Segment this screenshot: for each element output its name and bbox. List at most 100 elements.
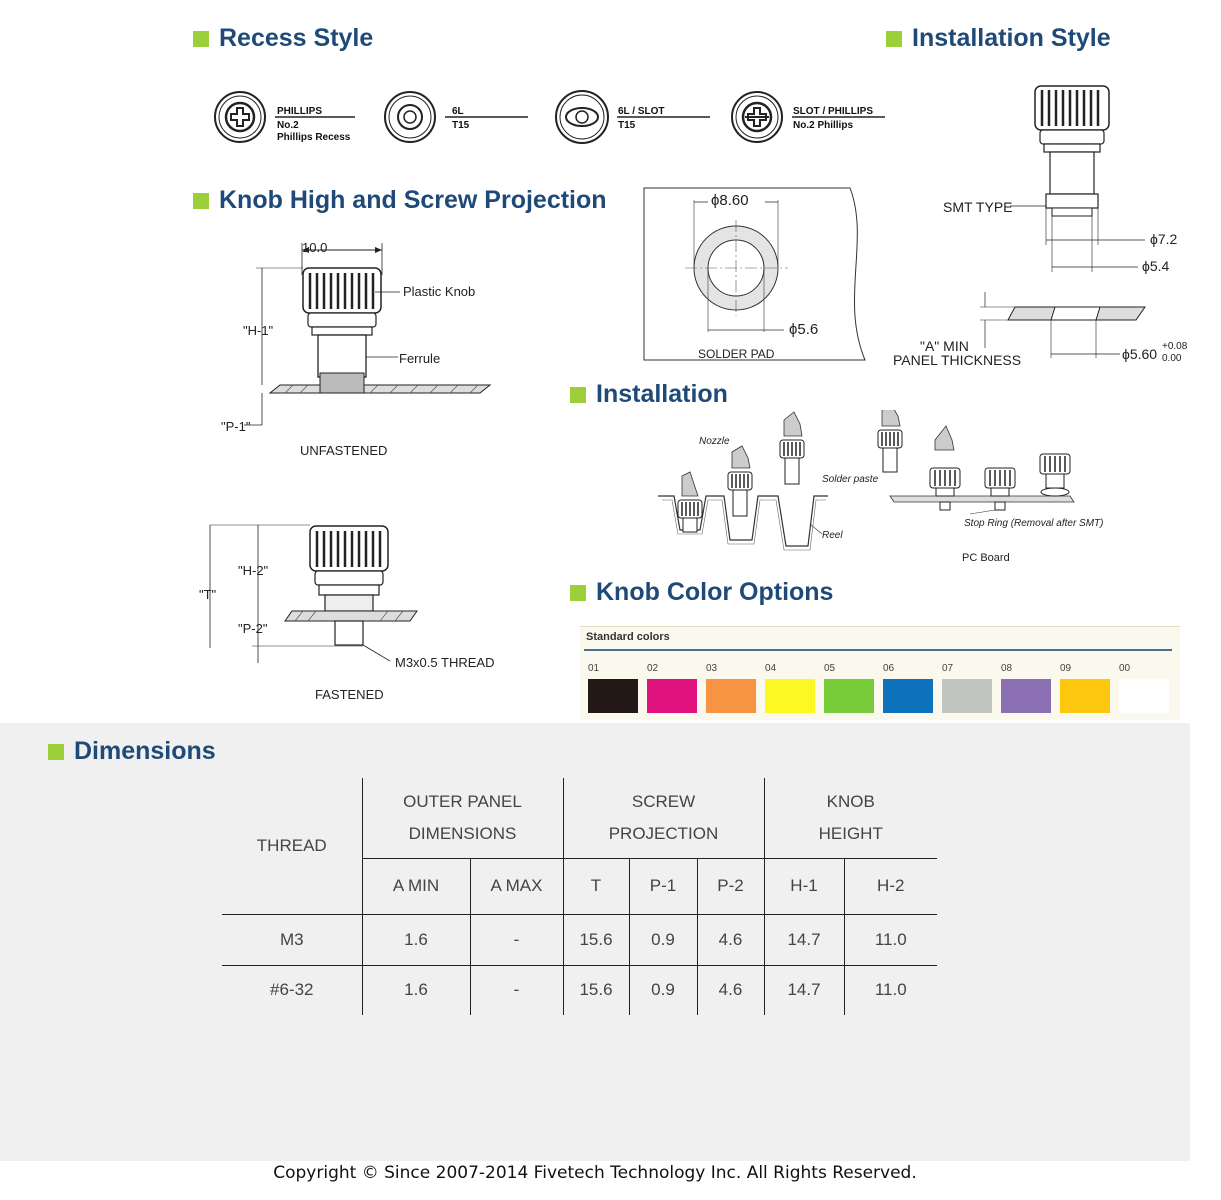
heading-knob-color: Knob Color Options [570, 578, 833, 607]
recess-icons [214, 90, 885, 144]
smt-d2-label: ϕ5.4 [1142, 258, 1170, 274]
heading-dimensions: Dimensions [48, 737, 216, 766]
cell: 15.6 [563, 965, 630, 1015]
color-swatch-01 [588, 679, 638, 713]
hole-tol-plus: +0.08 [1162, 341, 1188, 352]
knob-part-icon [1039, 453, 1071, 497]
knob-part-icon [677, 471, 703, 533]
subheader-h2: H-2 [844, 858, 937, 915]
slot-phillips-recess-icon [731, 91, 783, 143]
unfastened-drawing [244, 243, 492, 426]
recess-4-line2: No.2 Phillips [793, 120, 854, 131]
color-code-04: 04 [765, 663, 777, 674]
knob-line2: HEIGHT [818, 823, 883, 843]
solder-pad-outer-dim: ϕ8.60 [711, 192, 749, 209]
torx-recess-icon [384, 91, 436, 143]
col-header-knob-height: KNOB HEIGHT [764, 778, 937, 859]
cell: 14.7 [764, 914, 845, 966]
heading-text: Knob Color Options [596, 578, 834, 606]
pc-board-label: PC Board [962, 552, 1010, 564]
bullet-square-icon [570, 386, 586, 403]
recess-2-line2: T15 [452, 120, 470, 131]
outer-panel-line1: OUTER PANEL [403, 791, 522, 811]
knob-part-icon [779, 411, 805, 485]
cell: 0.9 [629, 965, 698, 1015]
panel-thickness-label: PANEL THICKNESS [893, 352, 1022, 368]
phillips-recess-icon [214, 91, 266, 143]
solder-pad-label: SOLDER PAD [698, 347, 775, 361]
fastened-drawing [209, 524, 418, 663]
unfastened-label: UNFASTENED [300, 443, 388, 458]
color-code-01: 01 [588, 663, 600, 674]
cell: - [470, 914, 564, 966]
knob-part-icon [984, 467, 1016, 511]
recess-1-line1: PHILLIPS [277, 106, 323, 117]
hole-tol-minus: 0.00 [1162, 353, 1182, 364]
color-code-09: 09 [1060, 663, 1072, 674]
installation-process-drawing [658, 410, 1075, 551]
heading-text: Installation [596, 380, 728, 408]
bullet-square-icon [570, 584, 586, 601]
installation-style-drawing [980, 85, 1146, 358]
col-header-thread: THREAD [222, 778, 363, 915]
bullet-square-icon [193, 192, 209, 209]
color-swatch-09 [1060, 679, 1110, 713]
cell: 15.6 [563, 914, 630, 966]
recess-1-line2: No.2 [277, 120, 299, 131]
bullet-square-icon [48, 743, 64, 760]
color-swatch-08 [1001, 679, 1051, 713]
color-code-08: 08 [1001, 663, 1013, 674]
heading-recess-style: Recess Style [193, 24, 373, 53]
dimensions-table: THREAD OUTER PANEL DIMENSIONS SCREW PROJ… [222, 778, 937, 1015]
subheader-a-min: A MIN [362, 858, 471, 915]
cell: 14.7 [764, 965, 845, 1015]
color-swatch-06 [883, 679, 933, 713]
color-code-02: 02 [647, 663, 659, 674]
subheader-p1: P-1 [629, 858, 698, 915]
color-code-00: 00 [1119, 663, 1131, 674]
p2-label: "P-2" [238, 621, 268, 636]
color-swatch-02 [647, 679, 697, 713]
smt-type-label: SMT TYPE [943, 199, 1013, 215]
color-code-07: 07 [942, 663, 954, 674]
cell: 4.6 [697, 914, 765, 966]
solder-pad-drawing [643, 187, 866, 361]
ferrule-label: Ferrule [399, 351, 441, 366]
stop-ring-label: Stop Ring (Removal after SMT) [964, 518, 1104, 529]
heading-installation: Installation [570, 380, 728, 409]
knob-part-icon [727, 445, 753, 517]
knob-line1: KNOB [826, 791, 875, 811]
knob-part-icon [929, 467, 961, 511]
heading-text: Dimensions [74, 737, 216, 765]
h2-label: "H-2" [238, 563, 269, 578]
table-row: #6-32 1.6 - 15.6 0.9 4.6 14.7 11.0 [222, 965, 937, 1015]
heading-text: Recess Style [219, 24, 374, 52]
recess-3-line2: T15 [618, 120, 636, 131]
recess-2-line1: 6L [452, 106, 464, 117]
heading-text: Knob High and Screw Projection [219, 186, 607, 214]
subheader-p2: P-2 [697, 858, 765, 915]
subheader-a-max: A MAX [470, 858, 564, 915]
cell: 11.0 [874, 980, 907, 1000]
plastic-knob-label: Plastic Knob [403, 284, 476, 299]
t-label: "T" [199, 587, 217, 602]
cell: #6-32 [222, 965, 363, 1015]
screw-line1: SCREW [631, 791, 696, 811]
cell: M3 [222, 914, 363, 966]
cell: 1.6 [362, 965, 471, 1015]
knob-part-icon [877, 410, 903, 473]
color-swatch-05 [824, 679, 874, 713]
reel-label: Reel [822, 530, 843, 541]
solder-pad-inner-dim: ϕ5.6 [789, 321, 819, 338]
color-swatch-03 [706, 679, 756, 713]
table-row: M3 1.6 - 15.6 0.9 4.6 14.7 11.0 [222, 914, 937, 966]
recess-1-line3: Phillips Recess [277, 132, 351, 143]
subheader-t: T [563, 858, 630, 915]
recess-3-line1: 6L / SLOT [618, 106, 665, 117]
color-swatch-00 [1119, 679, 1169, 713]
color-swatch-04 [765, 679, 815, 713]
hole-dim-label: ϕ5.60 [1122, 346, 1158, 362]
cell: 4.6 [697, 965, 765, 1015]
heading-knob-high: Knob High and Screw Projection [193, 186, 607, 215]
